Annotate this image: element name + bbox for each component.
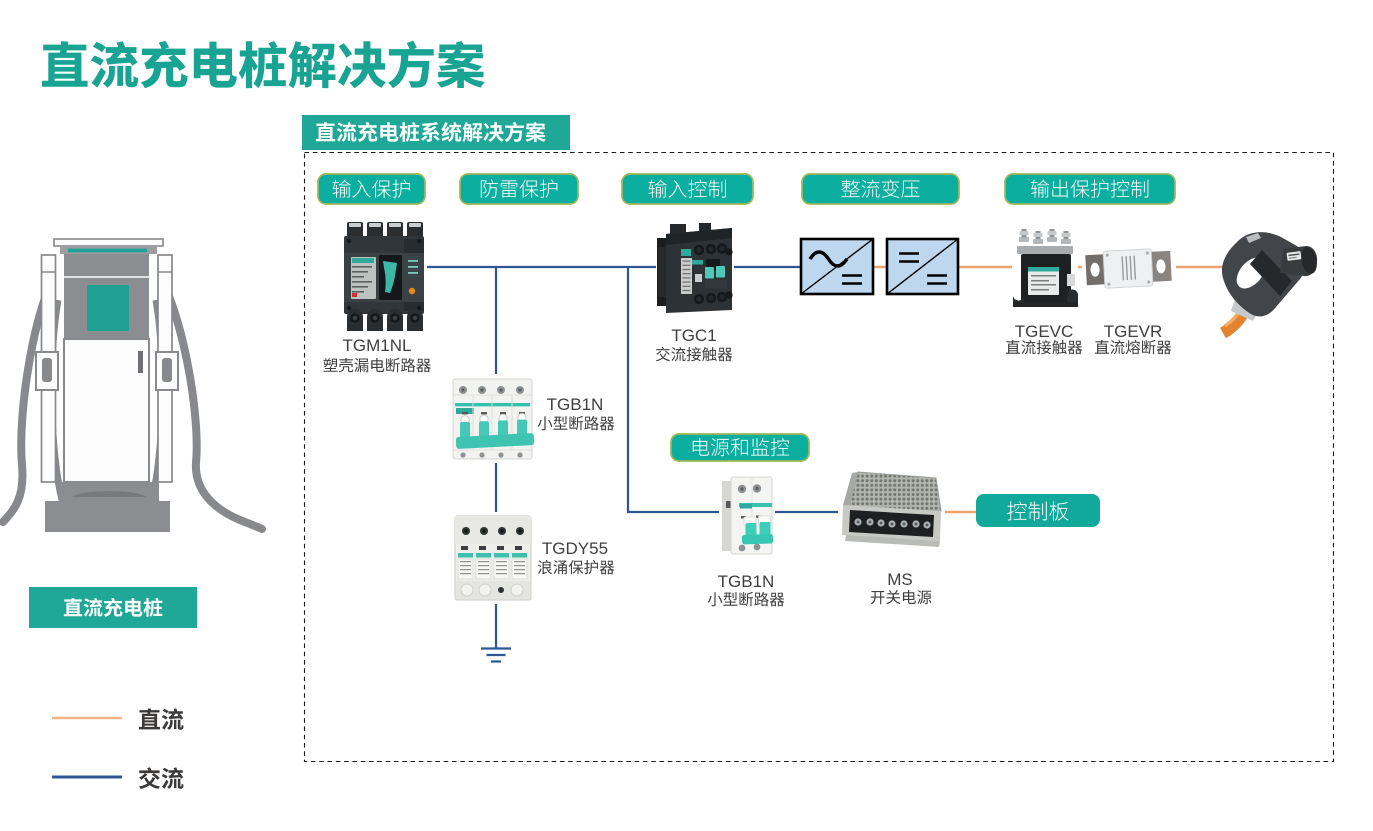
svg-text:TGB1N: TGB1N [718,572,775,591]
svg-text:TGEVC: TGEVC [1015,322,1074,341]
svg-text:TGM1NL: TGM1NL [343,336,412,355]
svg-text:TGEVR: TGEVR [1104,322,1163,341]
svg-text:MS: MS [887,570,913,589]
svg-text:TGC1: TGC1 [671,326,716,345]
svg-text:TGB1N: TGB1N [547,395,604,414]
svg-text:TGDY55: TGDY55 [542,539,608,558]
